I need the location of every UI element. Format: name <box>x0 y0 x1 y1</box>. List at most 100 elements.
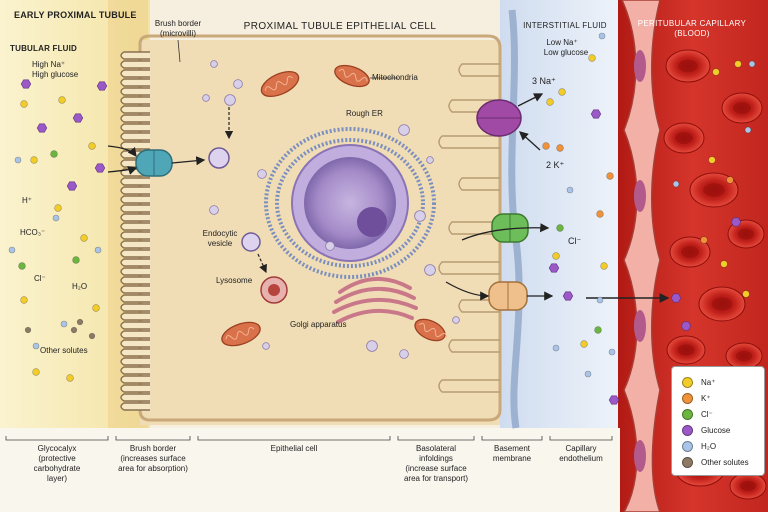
k-swatch <box>682 392 693 404</box>
glucose-particle <box>590 109 602 119</box>
cytoplasmic-vesicle <box>366 340 378 352</box>
infolding <box>448 99 500 113</box>
solute-particle <box>726 176 734 184</box>
legend-item-k: K⁺ <box>682 392 711 404</box>
solute-particle <box>60 320 68 328</box>
brush-border-label: Brush border <box>154 19 202 28</box>
solute-particle <box>88 332 96 340</box>
solute-particle <box>32 368 40 376</box>
microvillus <box>120 204 150 213</box>
na-out-arrow <box>517 93 544 107</box>
mitochondrion <box>334 64 370 88</box>
glucose-particle <box>72 113 84 123</box>
mitochondria-label: Mitochondria <box>372 73 418 82</box>
solute-particle <box>20 100 28 108</box>
legend: Na⁺ K⁺ Cl⁻ Glucose H₂O Other solutes <box>671 366 765 476</box>
tubular-high-na: High Na⁺ <box>32 60 66 69</box>
infolding <box>458 63 500 77</box>
cytoplasmic-vesicle <box>209 205 219 215</box>
microvillus <box>120 258 150 267</box>
solute-particle <box>598 32 606 40</box>
solute-particle <box>594 326 602 334</box>
solute-particle <box>580 340 588 348</box>
microvillus <box>120 195 150 204</box>
microvillus <box>120 348 150 357</box>
na-k-pump <box>476 99 522 137</box>
solute-particle <box>742 290 750 298</box>
microvillus <box>120 402 150 411</box>
solute-particle <box>552 344 560 352</box>
solute-particle <box>66 374 74 382</box>
solute-particle <box>50 150 58 158</box>
na-swatch <box>682 376 693 388</box>
microvillus <box>120 249 150 258</box>
apical-transport-arrow-2 <box>107 166 138 175</box>
solute-particle <box>20 296 28 304</box>
mitochondrion <box>221 321 261 347</box>
glucose-particle <box>20 79 32 89</box>
glucose-particle <box>730 217 742 227</box>
microvillus <box>120 276 150 285</box>
infolding <box>438 379 500 393</box>
solute-particle <box>720 260 728 268</box>
glucose-transporter <box>488 281 528 311</box>
apical-exit-arrow <box>171 156 206 166</box>
microvilli <box>120 51 150 411</box>
leader-brush-border <box>177 39 181 63</box>
cytoplasmic-vesicle <box>233 79 243 89</box>
water-swatch <box>682 440 693 452</box>
cl-out-arrow <box>461 223 550 241</box>
solute-particle <box>748 60 756 68</box>
microvillus <box>120 393 150 402</box>
main-title: EARLY PROXIMAL TUBULE <box>14 10 137 20</box>
microvillus <box>120 132 150 141</box>
glucose-particle <box>96 81 108 91</box>
capillary-endothelium <box>621 0 661 512</box>
microvillus <box>120 87 150 96</box>
cytoplasmic-vesicle <box>398 124 410 136</box>
solute-particle <box>546 98 554 106</box>
other-swatch <box>682 456 693 468</box>
bottom-label-glycocalyx: Glycocalyx (protective carbohydrate laye… <box>33 444 81 483</box>
red-blood-cell <box>729 472 767 500</box>
microvillus <box>120 60 150 69</box>
solute-particle <box>14 156 22 164</box>
mitochondrion <box>260 70 300 98</box>
solute-particle <box>8 246 16 254</box>
cytoplasmic-vesicle <box>399 349 409 359</box>
bottom-label-brush-border: Brush border (increases surface area for… <box>118 444 188 473</box>
red-blood-cell <box>698 286 746 322</box>
solute-particle <box>606 172 614 180</box>
solute-particle <box>58 96 66 104</box>
capillary-subtitle: (BLOOD) <box>674 29 710 38</box>
microvillus <box>120 105 150 114</box>
microvillus <box>120 384 150 393</box>
lysosome-label: Lysosome <box>216 276 253 285</box>
solute-particle <box>584 370 592 378</box>
interstitial-low-glucose: Low glucose <box>543 48 589 57</box>
pump-na-label: 3 Na⁺ <box>532 76 556 86</box>
solute-particle <box>80 234 88 242</box>
solute-particle <box>72 256 80 264</box>
red-blood-cell <box>725 342 763 370</box>
solute-particle <box>556 144 564 152</box>
microvillus <box>120 78 150 87</box>
solute-particle <box>700 236 708 244</box>
microvillus <box>120 240 150 249</box>
microvillus <box>120 114 150 123</box>
rough-er-label: Rough ER <box>346 109 383 118</box>
infolding <box>458 299 500 313</box>
solute-particle <box>744 126 752 134</box>
cl-swatch <box>682 408 693 420</box>
cytoplasmic-vesicle <box>424 264 436 276</box>
label-h-plus: H⁺ <box>22 196 32 205</box>
microvillus <box>120 339 150 348</box>
solute-particle <box>734 60 742 68</box>
infolding <box>438 261 500 275</box>
label-chloride: Cl⁻ <box>34 274 46 283</box>
legend-item-other: Other solutes <box>682 456 749 468</box>
solute-particle <box>30 156 38 164</box>
glucose-basolateral-arrow <box>445 281 490 301</box>
label-other-solutes: Other solutes <box>40 346 88 355</box>
